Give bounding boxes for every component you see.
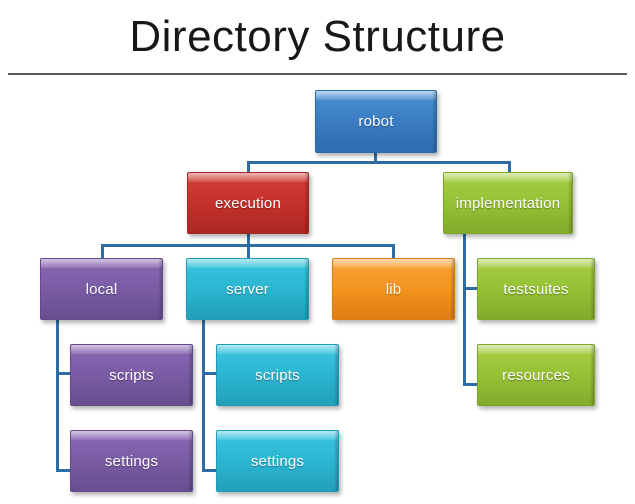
connector-to-resources [463, 383, 485, 386]
page-title: Directory Structure [129, 12, 506, 61]
node-local-settings[interactable]: settings [70, 430, 193, 492]
node-label: settings [104, 452, 159, 470]
node-label: scripts [109, 366, 154, 384]
connector-to-lib [392, 244, 395, 260]
node-label: settings [250, 452, 305, 470]
node-server-settings[interactable]: settings [216, 430, 339, 492]
connector-local-scripts [56, 372, 78, 375]
node-lib[interactable]: lib [332, 258, 455, 320]
node-server-scripts[interactable]: scripts [216, 344, 339, 406]
node-implementation[interactable]: implementation [443, 172, 573, 234]
connector-local-spine [56, 318, 59, 472]
node-label: local [85, 280, 118, 298]
connector-implementation-spine [463, 232, 466, 386]
node-label: server [226, 280, 269, 298]
node-label: execution [214, 194, 281, 212]
connector-local-settings [56, 469, 78, 472]
connector-server-settings [202, 469, 224, 472]
node-testsuites[interactable]: testsuites [477, 258, 595, 320]
node-label: lib [385, 280, 402, 298]
node-label: testsuites [503, 280, 569, 298]
connector-level2-bus [247, 161, 511, 164]
connector-to-testsuites [463, 287, 485, 290]
connector-to-local [101, 244, 104, 260]
node-local-scripts[interactable]: scripts [70, 344, 193, 406]
title-divider [8, 73, 627, 75]
node-label: robot [358, 113, 394, 130]
node-local[interactable]: local [40, 258, 163, 320]
node-label: resources [502, 366, 570, 384]
connector-server-scripts [202, 372, 224, 375]
connector-robot-stem [374, 152, 377, 164]
node-label: scripts [255, 366, 300, 384]
node-server[interactable]: server [186, 258, 309, 320]
connector-execution-stem [247, 232, 250, 246]
node-robot[interactable]: robot [315, 90, 437, 153]
connector-to-server [247, 244, 250, 260]
connector-to-execution [247, 161, 250, 178]
node-resources[interactable]: resources [477, 344, 595, 406]
connector-server-spine [202, 318, 205, 472]
node-execution[interactable]: execution [187, 172, 309, 234]
node-label: implementation [455, 194, 561, 212]
connector-to-implementation [508, 161, 511, 178]
